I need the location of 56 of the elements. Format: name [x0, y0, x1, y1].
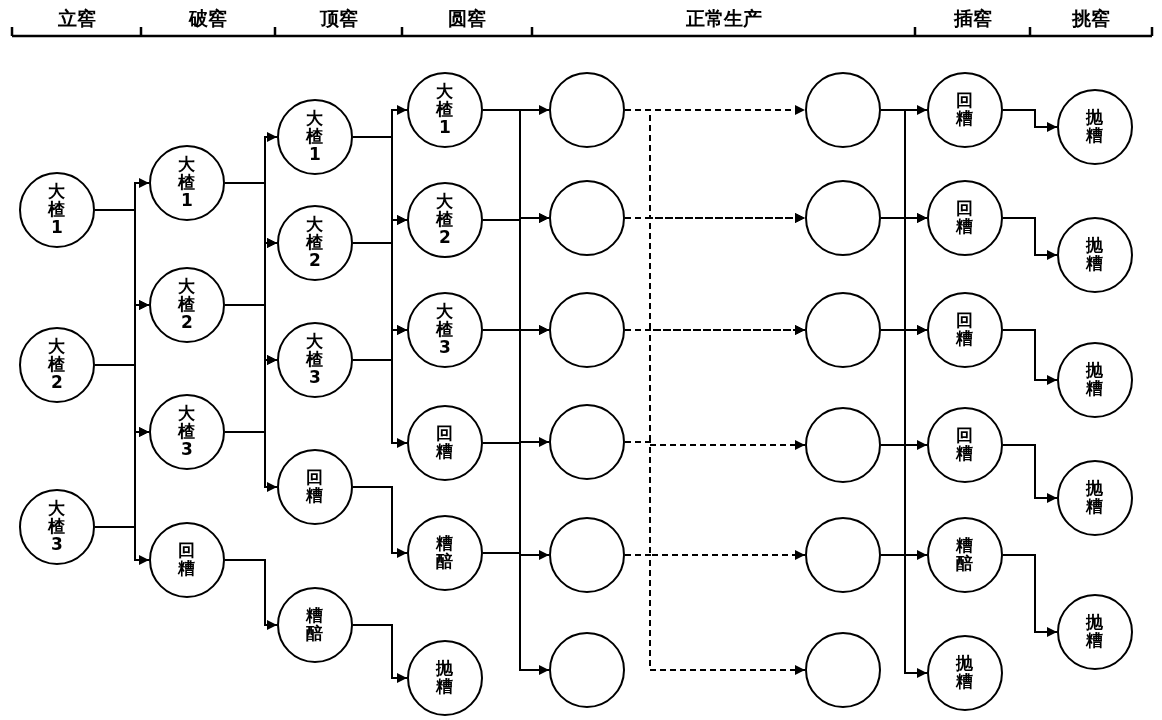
batch-circle: 大楂2	[19, 327, 95, 403]
batch-circle: 大楂1	[277, 99, 353, 175]
batch-circle: 大楂2	[407, 182, 483, 258]
batch-circle: 大楂3	[277, 322, 353, 398]
arrow	[224, 559, 278, 630]
batch-circle: 抛糟	[1057, 594, 1133, 670]
batch-circle: 大楂2	[149, 267, 225, 343]
arrow	[1002, 217, 1058, 260]
batch-circle: 大楂1	[407, 72, 483, 148]
arrow	[1002, 554, 1058, 637]
batch-circle: 大楂3	[407, 292, 483, 368]
batch-circle: 回糟	[927, 72, 1003, 148]
arrow	[1002, 109, 1058, 132]
arrow	[482, 329, 550, 447]
batch-circle: 回糟	[277, 449, 353, 525]
arrow	[482, 442, 550, 560]
arrow	[1002, 444, 1058, 503]
batch-circle: 抛糟	[927, 635, 1003, 711]
stage-label: 插窖	[953, 6, 992, 31]
batch-circle: 大楂2	[277, 205, 353, 281]
stage-label: 正常生产	[685, 6, 762, 31]
arrow	[352, 624, 408, 683]
arrow	[880, 554, 928, 678]
arrow	[624, 554, 806, 675]
arrow	[224, 431, 278, 492]
arrow	[624, 329, 806, 450]
stage-label: 立窖	[57, 6, 96, 31]
arrow	[1002, 329, 1058, 385]
batch-circle: 大楂1	[149, 145, 225, 221]
batch-circle: 抛糟	[1057, 89, 1133, 165]
arrow	[94, 526, 150, 565]
batch-circle: 糟醅	[277, 587, 353, 663]
arrow	[352, 486, 408, 558]
batch-circle: 回糟	[927, 292, 1003, 368]
stage-label: 破窖	[189, 6, 227, 31]
batch-circle: 回糟	[927, 180, 1003, 256]
stage-label: 顶窖	[319, 6, 358, 31]
batch-circle: 回糟	[149, 522, 225, 598]
arrow	[352, 359, 408, 448]
stage-label: 圆窖	[448, 6, 486, 31]
batch-circle: 抛糟	[1057, 460, 1133, 536]
batch-circle: 糟醅	[407, 515, 483, 591]
batch-circle: 抛糟	[407, 640, 483, 716]
batch-circle: 大楂3	[19, 489, 95, 565]
stage-label: 挑窖	[1072, 6, 1110, 31]
batch-circle: 大楂3	[149, 394, 225, 470]
arrow	[880, 444, 928, 560]
batch-circle: 大楂1	[19, 172, 95, 248]
arrow	[482, 552, 550, 675]
arrow	[880, 329, 928, 450]
batch-circle: 糟醅	[927, 517, 1003, 593]
batch-circle: 回糟	[927, 407, 1003, 483]
batch-circle: 抛糟	[1057, 342, 1133, 418]
batch-circle: 回糟	[407, 405, 483, 481]
arrow	[624, 441, 806, 560]
batch-circle: 抛糟	[1057, 217, 1133, 293]
